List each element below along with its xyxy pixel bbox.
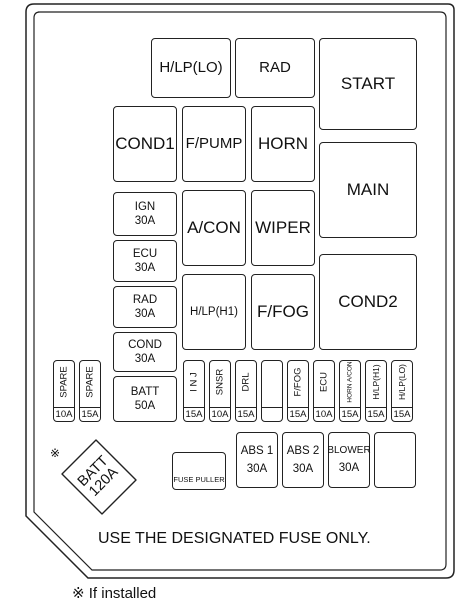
fuse-label: SNSR (214, 368, 226, 396)
fuse-amperage: 30A (134, 215, 156, 227)
fuse-divider (314, 407, 334, 409)
fuse-f-fog-small: F/FOG 15A (287, 360, 309, 422)
fuse-amperage: 30A (246, 463, 268, 475)
fuse-cond: COND 30A (113, 332, 177, 372)
fuse-label: H/LP(LO) (397, 364, 407, 400)
fuse-label: BATT (130, 385, 160, 398)
fuse-divider (210, 407, 230, 409)
fuse-ign: IGN 30A (113, 192, 177, 236)
fuse-label: RAD (259, 59, 291, 77)
fuse-label: H/LP(LO) (159, 59, 223, 77)
fuse-ecu: ECU 30A (113, 240, 177, 282)
fuse-hlp-h1-small: H/LP(H1) 15A (365, 360, 387, 422)
fuse-label: DRL (240, 372, 252, 392)
fuse-batt-50a: BATT 50A (113, 376, 177, 422)
fuse-empty-slot (261, 360, 283, 422)
fuse-cond2: COND2 (319, 254, 417, 350)
fuse-f-fog: F/FOG (251, 274, 315, 350)
fuse-amperage: 10A (55, 409, 73, 420)
warning-text: USE THE DESIGNATED FUSE ONLY. (98, 530, 371, 547)
fuse-divider (288, 407, 308, 409)
fuse-label: I N J (188, 372, 200, 392)
fuse-hlp-lo-small: H/LP(LO) 15A (391, 360, 413, 422)
fuse-label: MAIN (346, 180, 390, 200)
fuse-label: H/LP(H1) (371, 364, 381, 400)
fuse-label: F/PUMP (185, 135, 243, 153)
fuse-inj: I N J 15A (183, 360, 205, 422)
fuse-amperage: 15A (237, 409, 255, 420)
batt-120a-outline (61, 439, 137, 515)
fuse-divider (262, 407, 282, 409)
fuse-spare-10a: SPARE 10A (53, 360, 75, 422)
fuse-label: START (340, 74, 396, 94)
fuse-label: SPARE (84, 366, 96, 398)
fuse-amperage: 15A (367, 409, 385, 420)
fuse-divider (340, 407, 360, 409)
fuse-label: SPARE (58, 366, 70, 398)
fuse-label: HORN (257, 134, 309, 154)
fuse-divider (392, 407, 412, 409)
fuse-divider (184, 407, 204, 409)
fuse-a-con: A/CON (182, 190, 246, 266)
fuse-label: IGN (134, 200, 156, 213)
fuse-rad-30a: RAD 30A (113, 286, 177, 328)
fuse-hlp-lo: H/LP(LO) (151, 38, 231, 98)
footnote-text: ※ If installed (72, 585, 157, 602)
fuse-puller: FUSE PULLER (172, 452, 226, 490)
fuse-divider (236, 407, 256, 409)
fuse-amperage: 30A (134, 308, 156, 320)
fuse-amperage: 15A (185, 409, 203, 420)
fuse-horn: HORN (251, 106, 315, 182)
fuse-hlp-h1: H/LP(H1) (182, 274, 246, 350)
fuse-snsr: SNSR 10A (209, 360, 231, 422)
fuse-horn-a-con: HORN A/CON 15A (339, 360, 361, 422)
fuse-label: WIPER (255, 218, 311, 238)
fuse-amperage: 15A (289, 409, 307, 420)
fuse-blower: BLOWER 30A (327, 432, 371, 488)
fuse-label: A/CON (187, 218, 241, 238)
fuse-label: BLOWER (327, 444, 371, 456)
fuse-amperage: 15A (341, 409, 359, 420)
fuse-label: ECU (318, 371, 330, 393)
fuse-amperage: 50A (134, 400, 156, 412)
fuse-amperage: 30A (134, 262, 156, 274)
fuse-spare-15a: SPARE 15A (79, 360, 101, 422)
fuse-label: H/LP(H1) (190, 305, 238, 318)
fuse-drl: DRL 15A (235, 360, 257, 422)
fuse-label: COND2 (338, 292, 398, 312)
fuse-batt-120a: BATT 120A (60, 438, 138, 516)
fuse-amperage: 30A (292, 463, 314, 475)
fuse-amperage: 15A (393, 409, 411, 420)
fuse-wiper: WIPER (251, 190, 315, 266)
fuse-rad: RAD (235, 38, 315, 98)
fuse-cond1: COND1 (113, 106, 177, 182)
fuse-amperage: 30A (338, 462, 360, 475)
fuse-label: F/FOG (257, 302, 309, 322)
fuse-label: ECU (132, 247, 158, 260)
fuse-label: COND (128, 338, 162, 351)
fuse-main: MAIN (319, 142, 417, 238)
fuse-label: ABS 1 (240, 444, 274, 457)
fuse-empty-large-slot (374, 432, 416, 488)
fuse-label: ABS 2 (286, 444, 320, 457)
fuse-amperage: 10A (211, 409, 229, 420)
fuse-divider (80, 407, 100, 409)
fuse-f-pump: F/PUMP (182, 106, 246, 182)
optional-mark: ※ (50, 446, 61, 460)
fuse-label: RAD (132, 293, 158, 306)
fuse-divider (366, 407, 386, 409)
fuse-label: F/FOG (292, 367, 304, 397)
fuse-abs2: ABS 2 30A (282, 432, 324, 488)
fuse-label: HORN A/CON (346, 361, 354, 403)
fuse-start: START (319, 38, 417, 130)
fuse-abs1: ABS 1 30A (236, 432, 278, 488)
fuse-amperage: 15A (81, 409, 99, 420)
fuse-amperage: 10A (315, 409, 333, 420)
fuse-divider (54, 407, 74, 409)
fuse-ecu-small: ECU 10A (313, 360, 335, 422)
fuse-amperage: 30A (134, 353, 156, 365)
fuse-puller-label: FUSE PULLER (173, 475, 225, 485)
fuse-label: COND1 (115, 134, 175, 154)
